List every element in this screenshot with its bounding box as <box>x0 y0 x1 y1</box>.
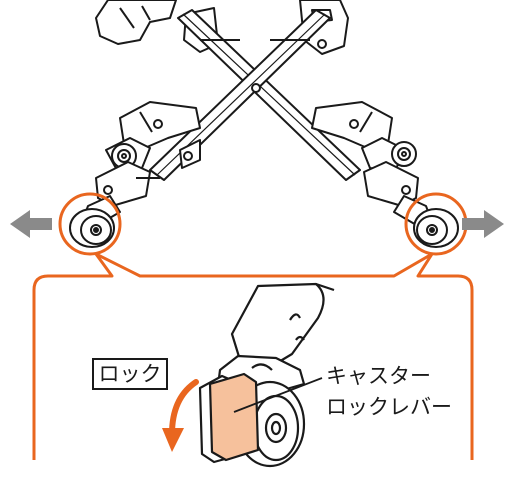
caster-lock-lever-label-line2: ロックレバー <box>326 391 452 421</box>
stroller-frame <box>70 0 458 247</box>
caster-lock-lever-label-line1: キャスター <box>326 360 431 390</box>
right-arrow-icon <box>462 210 504 238</box>
caster-lock-lever <box>210 374 258 460</box>
left-caster-wheel <box>70 209 114 247</box>
lock-direction-arrow <box>162 382 196 452</box>
lock-label: ロック <box>92 358 168 390</box>
right-caster-wheel <box>414 209 458 247</box>
left-arrow-icon <box>10 210 52 238</box>
